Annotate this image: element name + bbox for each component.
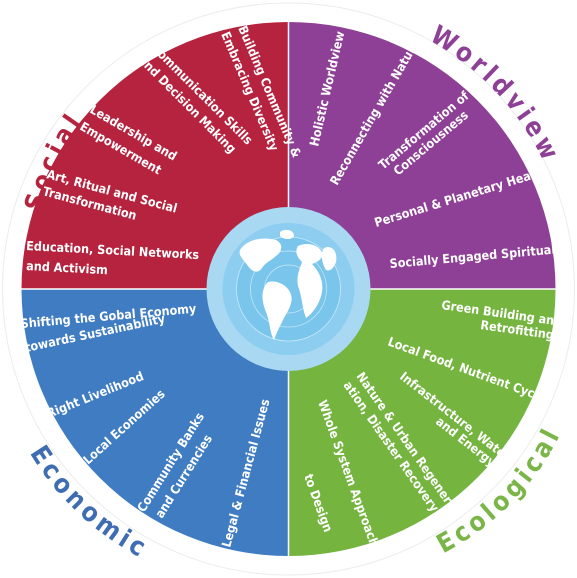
greenland <box>280 229 294 239</box>
social-item: and Activism <box>26 258 108 277</box>
globe-icon <box>206 207 371 371</box>
continent-north-america <box>239 238 282 272</box>
continent-south-america <box>262 281 292 340</box>
continent-europe-africa <box>296 244 323 318</box>
continent-asia <box>321 246 337 271</box>
